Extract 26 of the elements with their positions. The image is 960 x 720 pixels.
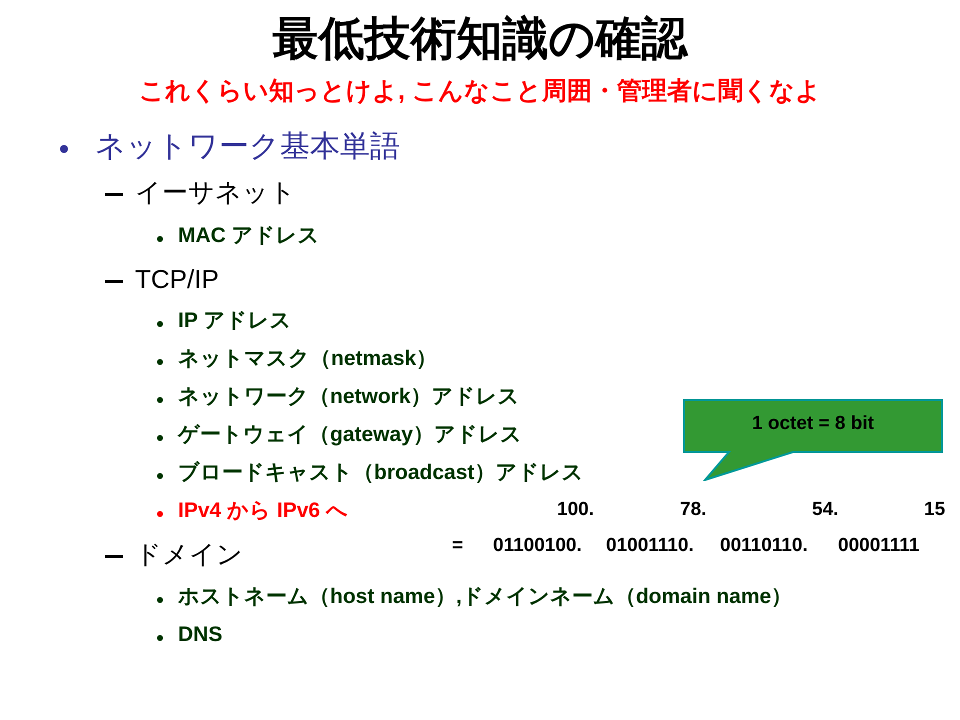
ip-number: 78. <box>680 498 706 522</box>
list-item-text: ドメイン <box>135 538 243 570</box>
slide-title: 最低技術知識の確認 <box>272 11 688 66</box>
list-item-text: ネットワーク（network）アドレス <box>178 384 520 410</box>
ip-number: 01100100. <box>493 534 582 558</box>
list-item-text: TCP/IP <box>135 263 219 296</box>
list-item-text: ネットワーク基本単語 <box>95 129 400 165</box>
ip-number: 01001110. <box>606 534 694 558</box>
list-item-text: IP アドレス <box>178 308 292 334</box>
list-item-text: ネットマスク（netmask） <box>178 346 438 372</box>
list-item-text: ブロードキャスト（broadcast）アドレス <box>178 460 584 486</box>
slide-subtitle: これくらい知っとけよ, こんなこと周囲・管理者に聞くなよ <box>139 76 821 107</box>
list-item-text: ゲートウェイ（gateway）アドレス <box>178 422 522 448</box>
ip-number: 00001111 <box>838 534 920 558</box>
bubble-text: 1 octet = 8 bit <box>752 412 874 436</box>
ip-number: 15 <box>924 498 946 522</box>
list-item-text: MAC アドレス <box>178 223 320 249</box>
ip-number: 00110110. <box>720 534 808 558</box>
ip-number: 54. <box>812 498 838 522</box>
list-item-text: IPv4 から IPv6 へ <box>178 498 348 524</box>
list-item-text: ホストネーム（host name）,ドメインネーム（domain name） <box>178 584 792 610</box>
list-item-text: DNS <box>178 622 222 648</box>
ip-number: = <box>452 534 464 558</box>
list-item-text: イーサネット <box>135 176 296 208</box>
ip-number: 100. <box>557 498 594 522</box>
speech-bubble <box>683 399 943 481</box>
